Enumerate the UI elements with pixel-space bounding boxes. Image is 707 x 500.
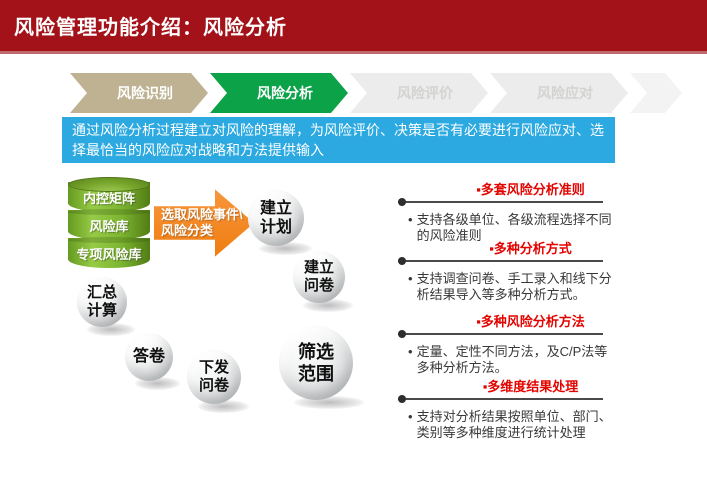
timeline-rule xyxy=(398,198,603,206)
db-segment-label: 专项风险库 xyxy=(76,246,142,262)
timeline-dot-icon xyxy=(398,257,406,265)
feature-title-text: 多套风险分析准则 xyxy=(480,182,585,197)
db-segment-special-risk-library: 专项风险库 xyxy=(68,237,150,268)
feature-list: ▪多套风险分析准则 • 支持各级单位、各级流程选择不同的风险准则 ▪多种分析方式… xyxy=(398,182,648,482)
feature-analysis-modes: ▪多种分析方式 • 支持调查问卷、手工录入和线下分析结果导入等多种分析方式。 xyxy=(398,241,638,303)
feature-title: ▪多维度结果处理 xyxy=(428,379,633,395)
feature-body: • 支持调查问卷、手工录入和线下分析结果导入等多种分析方式。 xyxy=(408,271,616,303)
flow-step-risk-identification: 风险识别 xyxy=(70,73,208,113)
feature-body-text: 支持对分析结果按照单位、部门、类别等多种维度进行统计处理 xyxy=(416,409,612,440)
select-risk-arrow: 选取风险事件\ 风险分类 xyxy=(154,188,254,258)
flow-step-risk-analysis-active: 风险分析 xyxy=(210,73,348,113)
flow-step-label: 风险应对 xyxy=(537,85,593,101)
square-bullet-icon: ▪ xyxy=(482,379,488,394)
ball-filter-scope: 筛选 范围 xyxy=(279,326,365,409)
square-bullet-icon: ▪ xyxy=(476,182,481,197)
ball-label: 下发 问卷 xyxy=(198,359,229,394)
dot-bullet-icon: • xyxy=(408,212,413,227)
ball-label: 建立 计划 xyxy=(259,200,292,236)
feature-title: ▪多套风险分析准则 xyxy=(428,182,633,198)
flow-step-label: 风险识别 xyxy=(117,85,173,101)
square-bullet-icon: ▪ xyxy=(476,314,481,329)
ball-summary-calculation: 汇总 计算 xyxy=(77,277,135,336)
cylinder-top-icon xyxy=(68,177,150,192)
feature-analysis-methods: ▪多种风险分析方法 • 定量、定性不同方法，及C/P法等多种分析方法。 xyxy=(398,314,638,376)
feature-title-text: 多维度结果处理 xyxy=(487,379,579,394)
flow-step-risk-evaluation: 风险评价 xyxy=(350,73,488,113)
flow-step-label: 风险分析 xyxy=(257,85,313,101)
dot-bullet-icon: • xyxy=(408,344,413,359)
description-banner: 通过风险分析过程建立对风险的理解，为风险评价、决策是否有必要进行风险应对、选择最… xyxy=(62,117,615,163)
feature-body: • 支持各级单位、各级流程选择不同的风险准则 xyxy=(408,212,616,244)
process-flow: 风险识别 风险分析 风险评价 风险应对 xyxy=(70,73,682,113)
square-bullet-icon: ▪ xyxy=(489,241,494,256)
arrow-label: 选取风险事件\ 风险分类 xyxy=(161,207,243,238)
ball-answer-sheet: 答卷 xyxy=(125,333,181,390)
ball-create-plan: 建立 计划 xyxy=(248,190,313,255)
feature-analysis-criteria: ▪多套风险分析准则 • 支持各级单位、各级流程选择不同的风险准则 xyxy=(398,182,638,244)
db-segment-label: 内控矩阵 xyxy=(82,190,135,206)
risk-database-cylinder: 内控矩阵 风险库 专项风险库 xyxy=(68,177,150,268)
timeline-dot-icon xyxy=(398,395,406,403)
feature-result-processing: ▪多维度结果处理 • 支持对分析结果按照单位、部门、类别等多种维度进行统计处理 xyxy=(398,379,638,441)
ball-label: 答卷 xyxy=(132,348,165,365)
ball-label: 建立 问卷 xyxy=(303,259,334,294)
feature-body-text: 定量、定性不同方法，及C/P法等多种分析方法。 xyxy=(416,344,608,375)
feature-body-text: 支持调查问卷、手工录入和线下分析结果导入等多种分析方式。 xyxy=(416,271,612,302)
flow-step-label: 风险评价 xyxy=(397,85,453,101)
dot-bullet-icon: • xyxy=(408,271,413,286)
timeline-rule xyxy=(398,257,603,265)
timeline-dot-icon xyxy=(398,330,406,338)
timeline-rule xyxy=(398,330,603,338)
timeline-dot-icon xyxy=(398,198,406,206)
feature-title-text: 多种分析方式 xyxy=(493,241,572,256)
page-title: 风险管理功能介绍：风险分析 xyxy=(14,17,287,39)
db-segment-risk-library: 风险库 xyxy=(68,209,150,240)
description-text: 通过风险分析过程建立对风险的理解，为风险评价、决策是否有必要进行风险应对、选择最… xyxy=(72,122,604,158)
feature-title: ▪多种风险分析方法 xyxy=(428,314,633,330)
ball-label: 筛选 范围 xyxy=(298,342,334,384)
timeline-rule xyxy=(398,395,603,403)
feature-title-text: 多种风险分析方法 xyxy=(480,314,585,329)
dot-bullet-icon: • xyxy=(408,409,413,424)
feature-title: ▪多种分析方式 xyxy=(428,241,633,257)
ball-label: 汇总 计算 xyxy=(86,284,117,319)
ball-distribute-questionnaire: 下发 问卷 xyxy=(187,350,250,413)
feature-body: • 支持对分析结果按照单位、部门、类别等多种维度进行统计处理 xyxy=(408,409,616,441)
flow-step-ghost xyxy=(630,73,682,113)
ball-create-questionnaire: 建立 问卷 xyxy=(293,251,353,312)
header-bar: 风险管理功能介绍：风险分析 xyxy=(0,0,707,54)
feature-body-text: 支持各级单位、各级流程选择不同的风险准则 xyxy=(416,212,612,243)
flow-step-risk-response: 风险应对 xyxy=(490,73,628,113)
db-segment-label: 风险库 xyxy=(89,218,129,234)
feature-body: • 定量、定性不同方法，及C/P法等多种分析方法。 xyxy=(408,344,616,376)
